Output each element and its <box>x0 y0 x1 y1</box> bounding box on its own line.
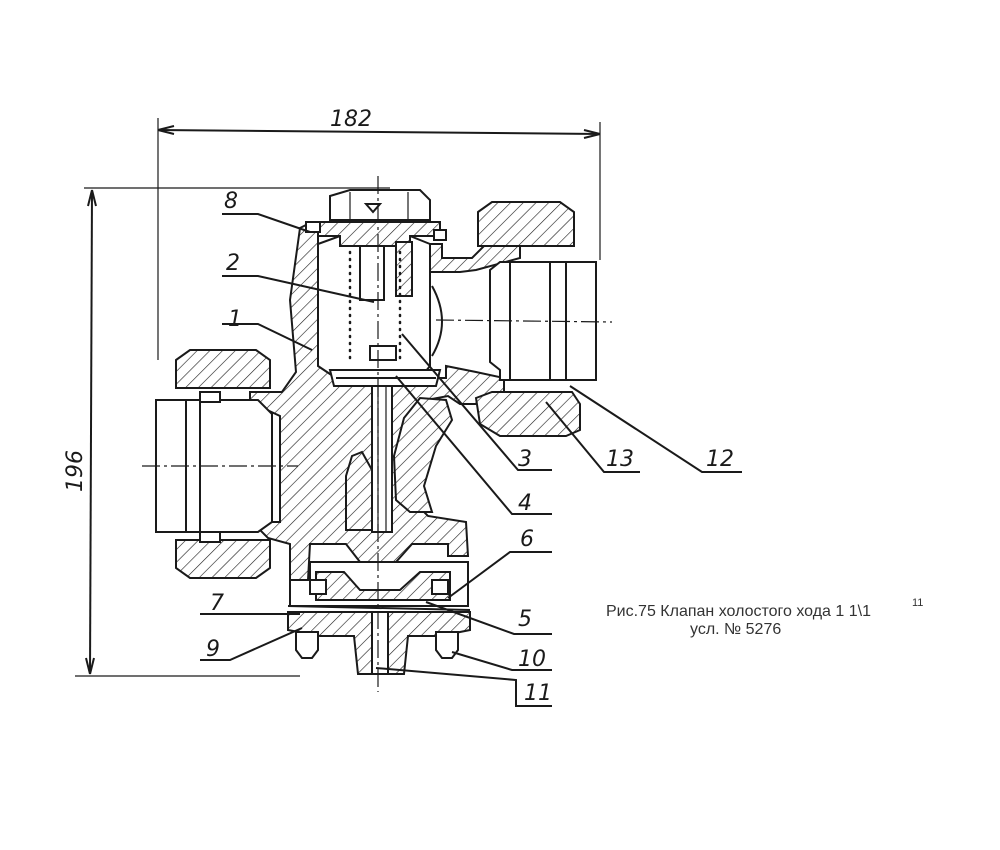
leader-lines <box>200 213 742 707</box>
callout-1: 1 <box>228 307 242 332</box>
callout-11: 11 <box>524 681 552 706</box>
dimension-width: 1 8 2 <box>157 107 601 360</box>
callout-2: 2 <box>226 251 240 276</box>
center-lines <box>142 176 613 692</box>
right-union <box>431 201 597 437</box>
callout-5: 5 <box>518 607 532 632</box>
lower-chamber <box>287 561 471 675</box>
valve-stem-spring <box>328 241 442 533</box>
callout-9: 9 <box>206 637 220 662</box>
figure-caption: Рис.75 Клапан холостого хода 1 1\1 11 ус… <box>606 597 923 638</box>
caption-line2: усл. № 5276 <box>690 621 781 638</box>
dimension-width-label: 182 <box>330 107 372 132</box>
valve-cap <box>305 189 447 247</box>
dimension-height: 196 <box>63 187 390 677</box>
callout-3: 3 <box>518 447 532 472</box>
callout-4: 4 <box>518 491 532 516</box>
callout-numbers: 8 2 1 3 13 12 4 6 7 5 9 10 11 <box>206 189 734 706</box>
callout-8: 8 <box>224 189 238 214</box>
callout-13: 13 <box>606 447 634 472</box>
caption-line1-superscript: 11 <box>912 597 923 609</box>
callout-10: 10 <box>518 647 546 672</box>
callout-7: 7 <box>210 591 224 616</box>
caption-line1: Рис.75 Клапан холостого хода 1 1\1 <box>606 603 871 620</box>
dimension-height-label: 196 <box>63 450 88 492</box>
left-union <box>155 349 273 579</box>
callout-12: 12 <box>706 447 734 472</box>
callout-6: 6 <box>520 527 534 552</box>
